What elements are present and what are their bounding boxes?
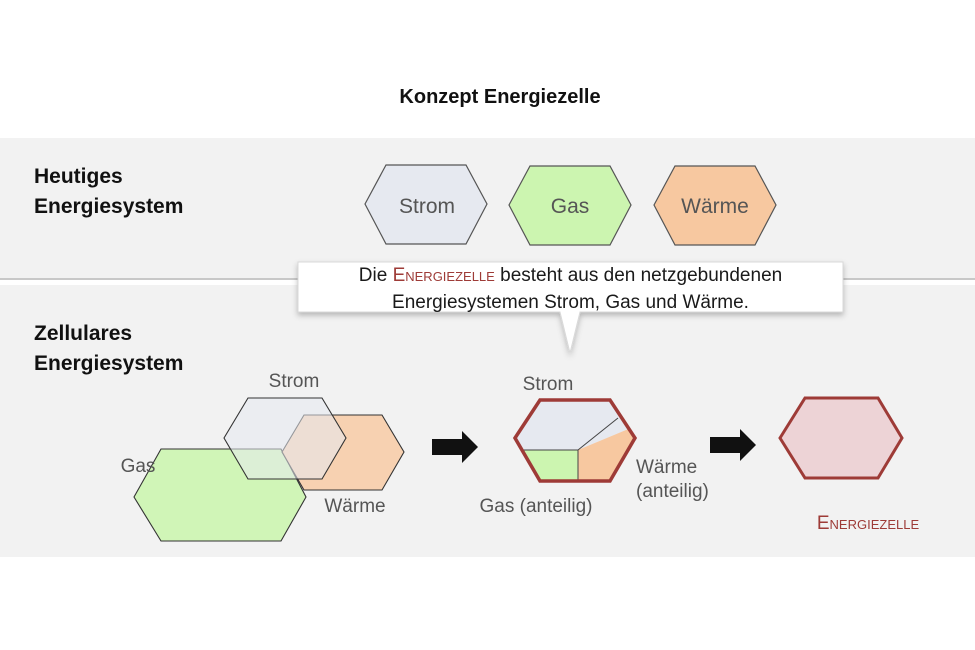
cellular-system-label-line1: Zellulares [34, 322, 133, 345]
today-system-label-line2: Energiesystem [34, 195, 184, 218]
energiezelle-label: Energiezelle [817, 513, 920, 534]
today-system-label: Heutiges Energiesystem [34, 162, 183, 222]
strom-hexagon-label: Strom [399, 195, 455, 218]
energiezelle-hexagon [778, 396, 904, 480]
partial-gas-label: Gas (anteilig) [480, 496, 593, 517]
diagram-title: Konzept Energiezelle [399, 86, 601, 108]
callout-box [297, 261, 844, 354]
overlap-strom-label: Strom [269, 371, 320, 392]
cellular-system-label-line2: Energiesystem [34, 352, 184, 375]
partial-cell-hexagon [512, 398, 638, 483]
gas-hexagon [508, 165, 632, 246]
cellular-system-label: Zellulares Energiesystem [34, 319, 183, 379]
partial-waerme-label-line2: (anteilig) [636, 481, 709, 502]
overlap-gas-label: Gas [121, 456, 156, 477]
gas-hexagon-label: Gas [551, 195, 590, 218]
partial-waerme-label-line1: Wärme [636, 457, 697, 478]
waerme-hexagon [653, 165, 777, 246]
waerme-hexagon-label: Wärme [681, 195, 749, 218]
arrow-right-icon [710, 429, 756, 461]
arrow-right-icon [432, 431, 478, 463]
today-system-band [0, 138, 975, 280]
today-system-label-line1: Heutiges [34, 165, 123, 188]
strom-hexagon [364, 164, 488, 245]
partial-strom-label: Strom [523, 374, 574, 395]
partial-cell-segments [515, 400, 635, 481]
partial-gas-segment [515, 450, 578, 481]
strom-overlap-hexagon [223, 397, 347, 480]
overlap-waerme-label: Wärme [324, 496, 385, 517]
